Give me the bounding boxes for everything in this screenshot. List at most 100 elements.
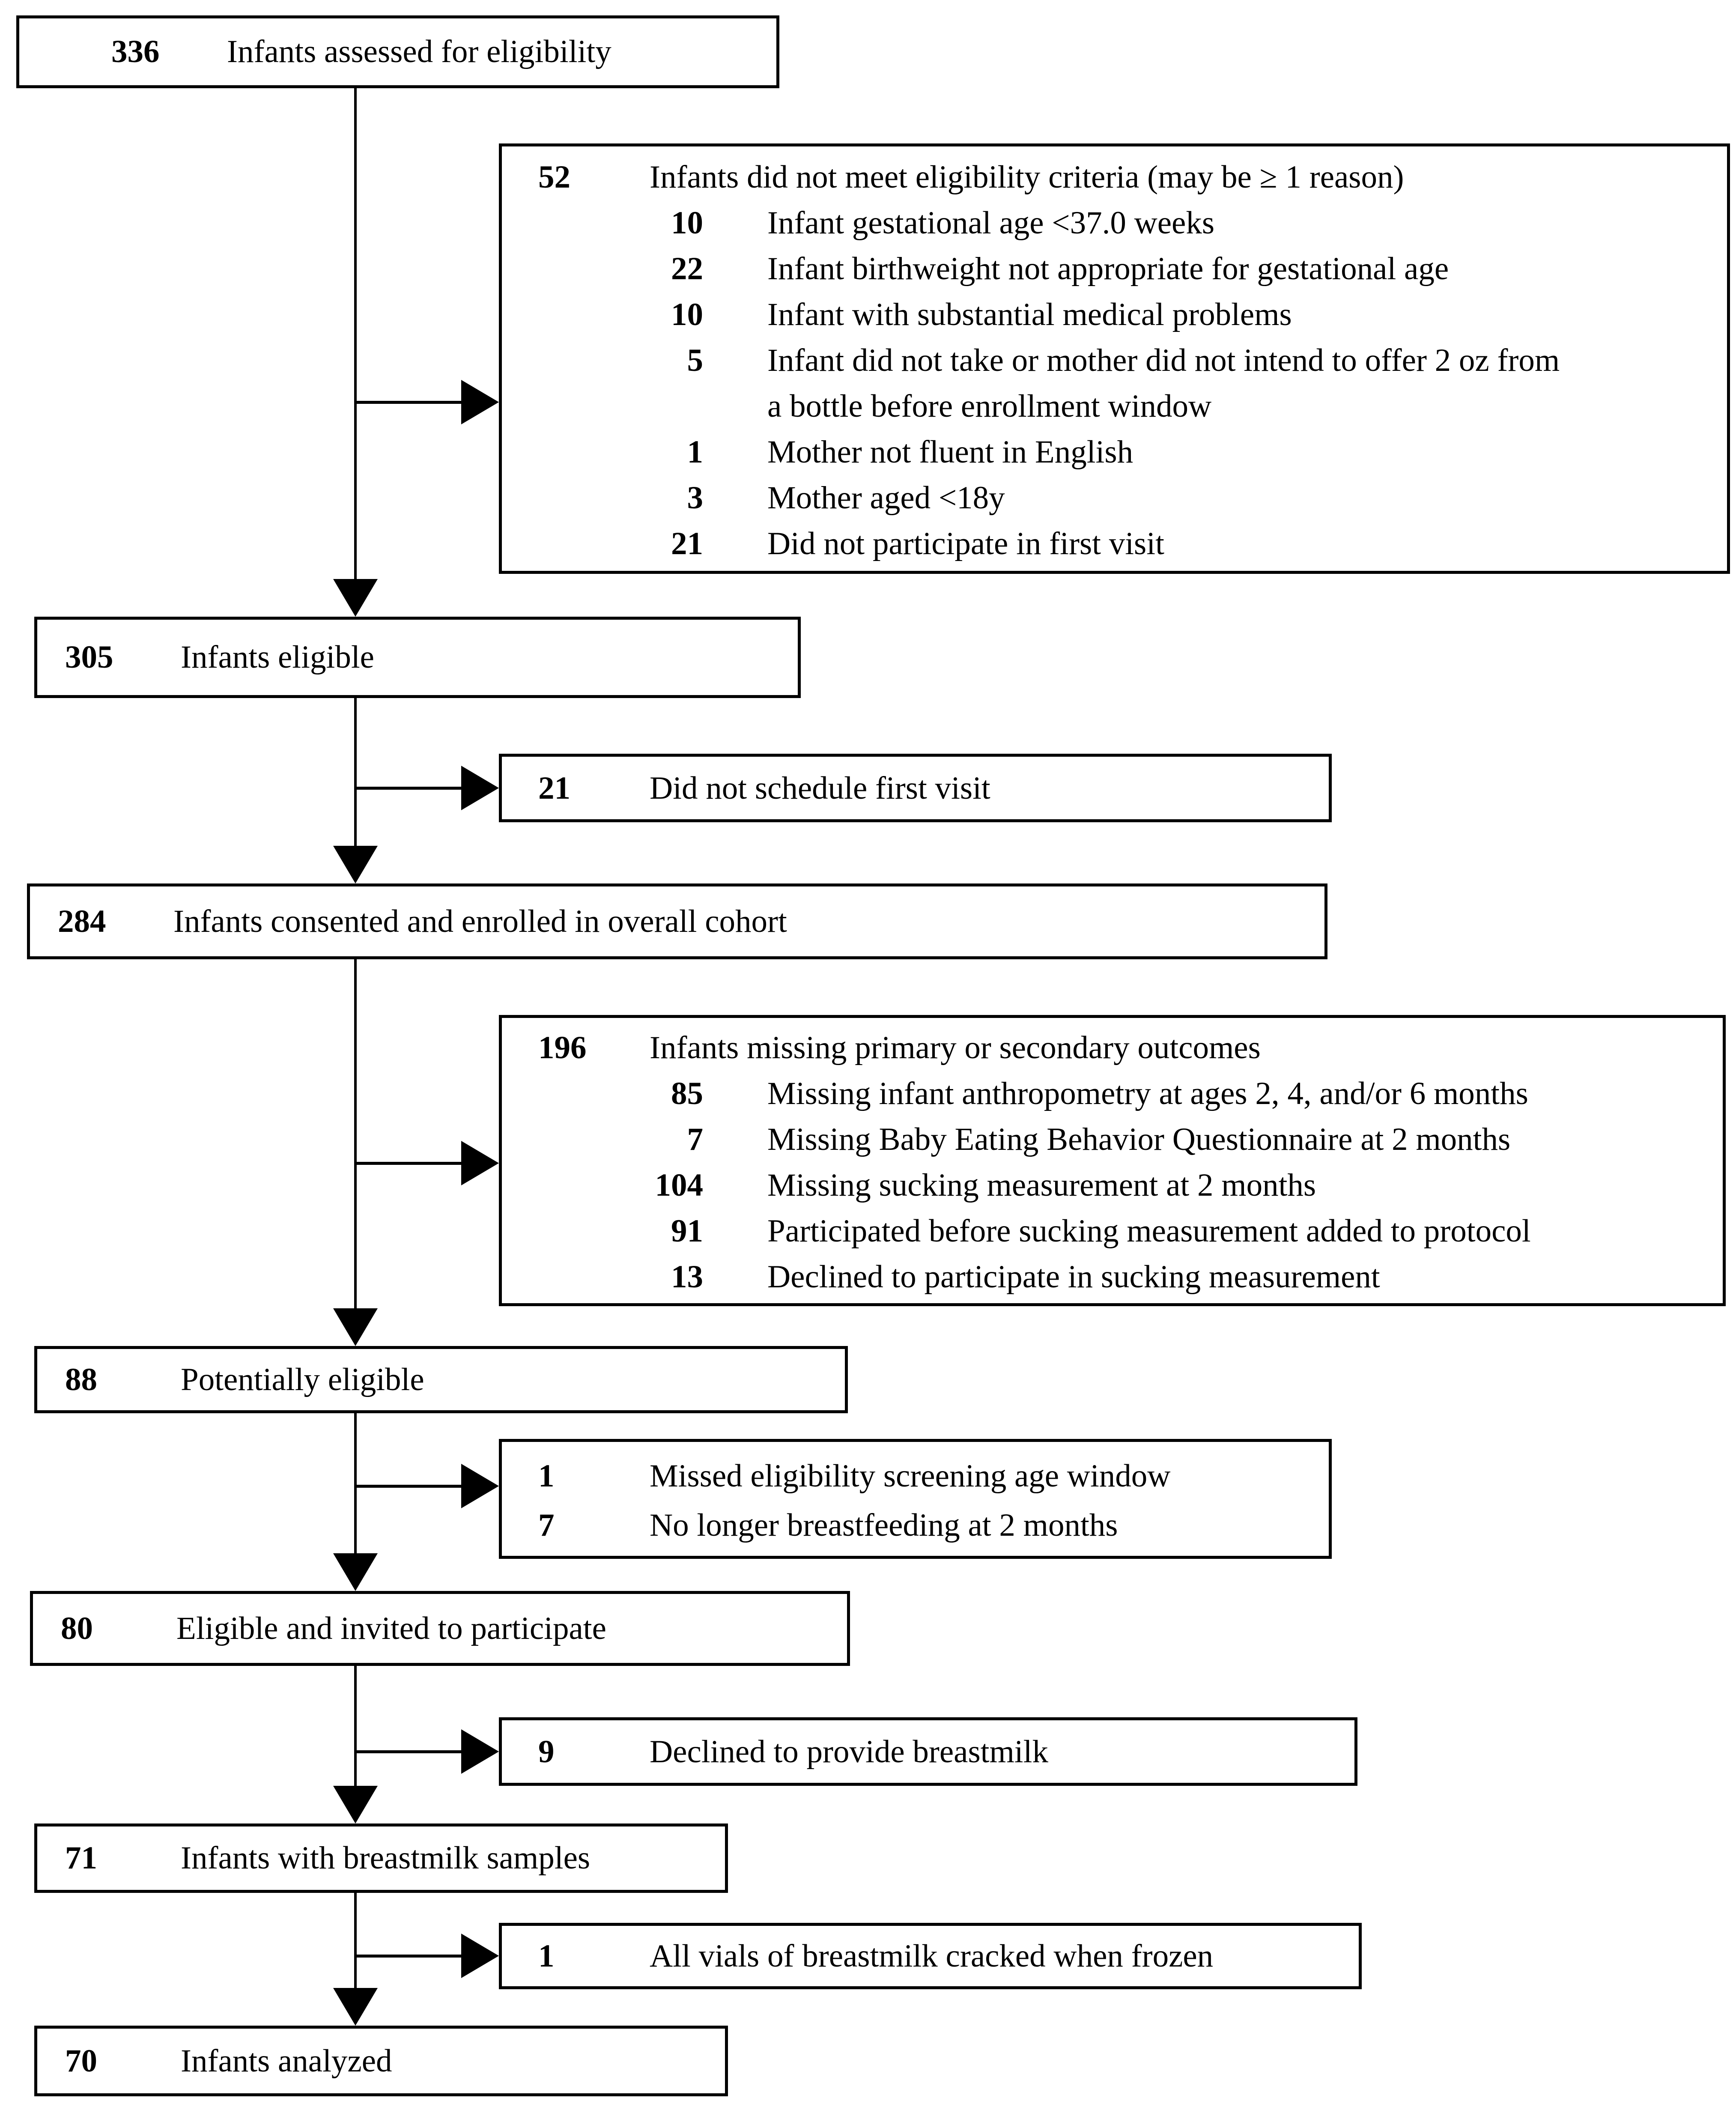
exclusion-row: 1 Missed eligibility screening age windo…: [502, 1451, 1329, 1501]
flow-connector-vertical: [354, 1893, 357, 1988]
exclusion-row: 1 All vials of breastmilk cracked when f…: [502, 1933, 1213, 1979]
reason-label: Infant did not take or mother did not in…: [767, 343, 1560, 378]
exclusion-row: 7 Missing Baby Eating Behavior Questionn…: [502, 1116, 1723, 1162]
exclusion-row: 1 Mother not fluent in English: [502, 429, 1727, 475]
flow-connector-vertical: [354, 959, 357, 1308]
exclusion-row: 10 Infant gestational age <37.0 weeks: [502, 200, 1727, 246]
arrow-down-icon: [333, 1553, 378, 1591]
reason-count: 21: [671, 526, 703, 561]
branch-connector-horizontal: [355, 1750, 461, 1753]
arrow-right-icon: [461, 1729, 499, 1774]
samples-count: 71: [65, 1840, 97, 1876]
box-eligible-invited: 80 Eligible and invited to participate: [30, 1591, 850, 1666]
assessed-label: Infants assessed for eligibility: [227, 34, 611, 69]
flow-connector-vertical: [354, 1413, 357, 1553]
screening-count: 7: [538, 1507, 555, 1543]
branch-connector-horizontal: [355, 1485, 461, 1488]
arrow-down-icon: [333, 846, 378, 883]
reason-label-continued: a bottle before enrollment window: [767, 388, 1212, 424]
no-first-visit-count: 21: [538, 770, 570, 806]
reason-label: Did not participate in first visit: [767, 526, 1164, 561]
reason-label: Mother aged <18y: [767, 480, 1005, 516]
box-breastmilk-samples: 71 Infants with breastmilk samples: [34, 1823, 728, 1893]
exclusion-row: 13 Declined to participate in sucking me…: [502, 1254, 1723, 1300]
reason-count: 85: [671, 1076, 703, 1111]
arrow-right-icon: [461, 1141, 499, 1185]
box-declined-breastmilk: 9 Declined to provide breastmilk: [499, 1717, 1357, 1786]
screening-count: 1: [538, 1458, 555, 1494]
analyzed-label: Infants analyzed: [181, 2043, 392, 2079]
arrow-down-icon: [333, 1988, 378, 2026]
box-not-eligible-reasons: 52 Infants did not meet eligibility crit…: [499, 143, 1730, 574]
box-missing-outcomes: 196 Infants missing primary or secondary…: [499, 1015, 1726, 1306]
arrow-right-icon: [461, 766, 499, 810]
branch-connector-horizontal: [355, 787, 461, 790]
cracked-label: All vials of breastmilk cracked when fro…: [650, 1938, 1214, 1974]
reason-count: 5: [687, 343, 704, 378]
reason-count: 10: [671, 205, 703, 241]
exclusion-row: 5 Infant did not take or mother did not …: [502, 337, 1727, 383]
flow-connector-vertical: [354, 88, 357, 579]
exclusion-row: 91 Participated before sucking measureme…: [502, 1208, 1723, 1254]
box-vials-cracked: 1 All vials of breastmilk cracked when f…: [499, 1923, 1362, 1989]
exclusion-row: 196 Infants missing primary or secondary…: [502, 1025, 1723, 1071]
reason-count: 22: [671, 251, 703, 287]
box-infants-consented: 284 Infants consented and enrolled in ov…: [27, 883, 1327, 959]
reason-count: 3: [687, 480, 704, 516]
analyzed-count: 70: [65, 2043, 97, 2079]
invited-count: 80: [61, 1610, 93, 1646]
box-infants-analyzed: 70 Infants analyzed: [34, 2026, 728, 2096]
reason-label: Mother not fluent in English: [767, 434, 1133, 470]
missing-outcomes-count: 196: [538, 1030, 587, 1065]
eligible-count: 305: [65, 639, 113, 675]
declined-count: 9: [538, 1734, 555, 1770]
samples-label: Infants with breastmilk samples: [181, 1840, 591, 1876]
reason-count-empty: [502, 383, 703, 429]
screening-label: No longer breastfeeding at 2 months: [650, 1507, 1118, 1543]
arrow-right-icon: [461, 1464, 499, 1508]
not-eligible-label: Infants did not meet eligibility criteri…: [650, 159, 1404, 195]
box-potentially-eligible: 88 Potentially eligible: [34, 1346, 848, 1413]
branch-connector-horizontal: [355, 401, 461, 404]
exclusion-row: 21 Did not schedule first visit: [502, 765, 990, 811]
exclusion-row: 7 No longer breastfeeding at 2 months: [502, 1501, 1329, 1550]
exclusion-row: 21 Did not participate in first visit: [502, 521, 1727, 567]
reason-count: 104: [655, 1167, 704, 1203]
box-infants-assessed: 336 Infants assessed for eligibility: [16, 15, 779, 88]
box-infants-eligible: 305 Infants eligible: [34, 617, 801, 698]
eligible-label: Infants eligible: [181, 639, 374, 675]
exclusion-row: 10 Infant with substantial medical probl…: [502, 292, 1727, 337]
reason-label: Infant with substantial medical problems: [767, 297, 1292, 332]
reason-label: Infant birthweight not appropriate for g…: [767, 251, 1449, 287]
consented-label: Infants consented and enrolled in overal…: [173, 903, 787, 939]
exclusion-row: 3 Mother aged <18y: [502, 475, 1727, 521]
reason-count: 1: [687, 434, 704, 470]
screening-label: Missed eligibility screening age window: [650, 1458, 1171, 1494]
exclusion-row: 9 Declined to provide breastmilk: [502, 1729, 1048, 1775]
arrow-down-icon: [333, 1308, 378, 1346]
exclusion-row: 104 Missing sucking measurement at 2 mon…: [502, 1162, 1723, 1208]
cracked-count: 1: [538, 1938, 555, 1974]
reason-count: 13: [671, 1259, 703, 1295]
missing-outcomes-label: Infants missing primary or secondary out…: [650, 1030, 1261, 1065]
reason-label: Missing sucking measurement at 2 months: [767, 1167, 1316, 1203]
reason-count: 91: [671, 1213, 703, 1249]
exclusion-row-wrap: a bottle before enrollment window: [502, 383, 1727, 429]
no-first-visit-label: Did not schedule first visit: [650, 770, 990, 806]
assessed-count: 336: [111, 34, 160, 69]
branch-connector-horizontal: [355, 1162, 461, 1165]
branch-connector-horizontal: [355, 1955, 461, 1958]
reason-label: Participated before sucking measurement …: [767, 1213, 1531, 1249]
reason-label: Infant gestational age <37.0 weeks: [767, 205, 1215, 241]
consented-count: 284: [58, 903, 106, 939]
arrow-down-icon: [333, 1786, 378, 1823]
not-eligible-count: 52: [538, 159, 570, 195]
potentially-count: 88: [65, 1361, 97, 1397]
exclusion-row: 85 Missing infant anthropometry at ages …: [502, 1071, 1723, 1116]
reason-count: 7: [687, 1122, 704, 1157]
box-screening-exclusions: 1 Missed eligibility screening age windo…: [499, 1439, 1332, 1559]
invited-label: Eligible and invited to participate: [176, 1610, 606, 1646]
reason-label: Missing Baby Eating Behavior Questionnai…: [767, 1122, 1511, 1157]
arrow-right-icon: [461, 1934, 499, 1978]
